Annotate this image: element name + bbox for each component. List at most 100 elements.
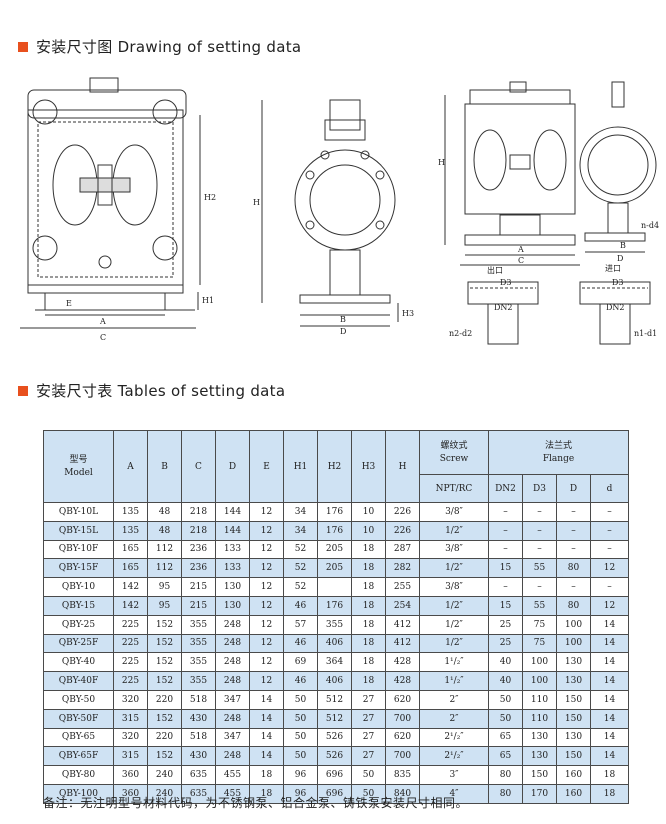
table-cell: 4″ bbox=[419, 783, 489, 804]
table-cell: 18 bbox=[590, 765, 629, 785]
table-cell: 40 bbox=[488, 652, 523, 673]
table-cell: 130 bbox=[215, 577, 250, 597]
table-cell: 144 bbox=[215, 502, 250, 522]
table-cell: 27 bbox=[351, 727, 386, 748]
table-cell: 34 bbox=[283, 502, 318, 522]
table-cell: 12 bbox=[249, 671, 284, 691]
table-cell: 518 bbox=[181, 727, 216, 748]
table-cell: – bbox=[522, 577, 557, 597]
model-cell: QBY-50 bbox=[43, 689, 114, 710]
table-cell: 65 bbox=[488, 746, 523, 767]
table-cell: 12 bbox=[590, 595, 629, 616]
table-cell: 12 bbox=[249, 558, 284, 579]
table-cell: 1/2″ bbox=[419, 520, 489, 541]
table-cell: 110 bbox=[522, 689, 557, 710]
table-cell: 1/2″ bbox=[419, 614, 489, 635]
setting-data-table: 型号 Model A B C D E H1 H2 H3 H 螺纹式 Screw … bbox=[43, 430, 629, 804]
table-cell: 152 bbox=[147, 746, 182, 767]
table-cell: 18 bbox=[351, 595, 386, 616]
table-cell: 220 bbox=[147, 727, 182, 748]
table-cell: 620 bbox=[385, 727, 420, 748]
dim-label-H3: H3 bbox=[402, 309, 414, 318]
table-cell: 50 bbox=[488, 689, 523, 710]
drawing-section-header: 安装尺寸图 Drawing of setting data bbox=[18, 36, 301, 57]
dim-label-C-small: C bbox=[518, 256, 524, 265]
table-cell: 96 bbox=[283, 783, 318, 804]
table-cell: 25 bbox=[488, 614, 523, 635]
dim-label-D-small: D bbox=[617, 254, 623, 263]
model-cell: QBY-10F bbox=[43, 539, 114, 560]
table-cell: 52 bbox=[283, 558, 318, 579]
dim-label-H1: H1 bbox=[202, 296, 214, 305]
table-cell: 130 bbox=[522, 727, 557, 748]
table-cell: 133 bbox=[215, 558, 250, 579]
header-H1: H1 bbox=[283, 430, 318, 503]
table-cell: 55 bbox=[522, 595, 557, 616]
table-cell: 165 bbox=[113, 539, 148, 560]
table-cell: 215 bbox=[181, 577, 216, 597]
table-cell: 165 bbox=[113, 558, 148, 579]
table-cell: 18 bbox=[351, 539, 386, 560]
table-cell: 700 bbox=[385, 708, 420, 729]
table-cell: 130 bbox=[215, 595, 250, 616]
table-cell: 46 bbox=[283, 671, 318, 691]
table-cell: 52 bbox=[283, 539, 318, 560]
pump-front-section-drawing bbox=[20, 77, 201, 329]
table-cell: 406 bbox=[317, 671, 352, 691]
orange-square-bullet bbox=[18, 41, 28, 52]
table-cell: – bbox=[522, 539, 557, 560]
table-cell: 220 bbox=[147, 689, 182, 710]
table-cell: 152 bbox=[147, 671, 182, 691]
table-cell: 355 bbox=[317, 614, 352, 635]
table-cell: 320 bbox=[113, 689, 148, 710]
table-cell: 95 bbox=[147, 595, 182, 616]
table-cell: 176 bbox=[317, 502, 352, 522]
model-cell: QBY-40 bbox=[43, 652, 114, 673]
table-cell: 46 bbox=[283, 633, 318, 654]
table-cell: 18 bbox=[351, 633, 386, 654]
table-cell: 75 bbox=[522, 633, 557, 654]
table-cell: 75 bbox=[522, 614, 557, 635]
table-cell: – bbox=[522, 502, 557, 522]
table-cell: 14 bbox=[249, 689, 284, 710]
header-C: C bbox=[181, 430, 216, 503]
dim-label-A: A bbox=[99, 317, 106, 326]
table-cell: 218 bbox=[181, 520, 216, 541]
table-cell: 12 bbox=[249, 652, 284, 673]
flange-detail-left-drawing bbox=[467, 281, 539, 345]
table-cell: 150 bbox=[556, 746, 591, 767]
table-cell: 95 bbox=[147, 577, 182, 597]
model-cell: QBY-15 bbox=[43, 595, 114, 616]
table-cell: 40 bbox=[488, 671, 523, 691]
table-cell: 130 bbox=[522, 746, 557, 767]
footnote: 备注：无注明型号材料代码，为不锈钢泵、铝合金泵、铸铁泵安装尺寸相同。 bbox=[43, 796, 469, 810]
header-flange-D: D bbox=[556, 474, 591, 503]
table-cell: 635 bbox=[181, 783, 216, 804]
table-cell: 248 bbox=[215, 708, 250, 729]
table-cell: 135 bbox=[113, 520, 148, 541]
table-cell: 100 bbox=[556, 633, 591, 654]
dim-label-n1d1: n1-d1 bbox=[634, 329, 657, 338]
table-cell: 135 bbox=[113, 502, 148, 522]
table-cell: 226 bbox=[385, 520, 420, 541]
table-cell: 2″ bbox=[419, 708, 489, 729]
table-cell: – bbox=[590, 502, 629, 522]
table-cell: 430 bbox=[181, 746, 216, 767]
table-cell: 34 bbox=[283, 520, 318, 541]
model-cell: QBY-25 bbox=[43, 614, 114, 635]
table-cell: 3″ bbox=[419, 765, 489, 785]
table-cell: 12 bbox=[249, 577, 284, 597]
table-section-header: 安装尺寸表 Tables of setting data bbox=[18, 380, 285, 401]
table-cell: 96 bbox=[283, 765, 318, 785]
table-cell: 2¹/₂″ bbox=[419, 727, 489, 748]
table-cell: 80 bbox=[488, 783, 523, 804]
table-cell: 700 bbox=[385, 746, 420, 767]
